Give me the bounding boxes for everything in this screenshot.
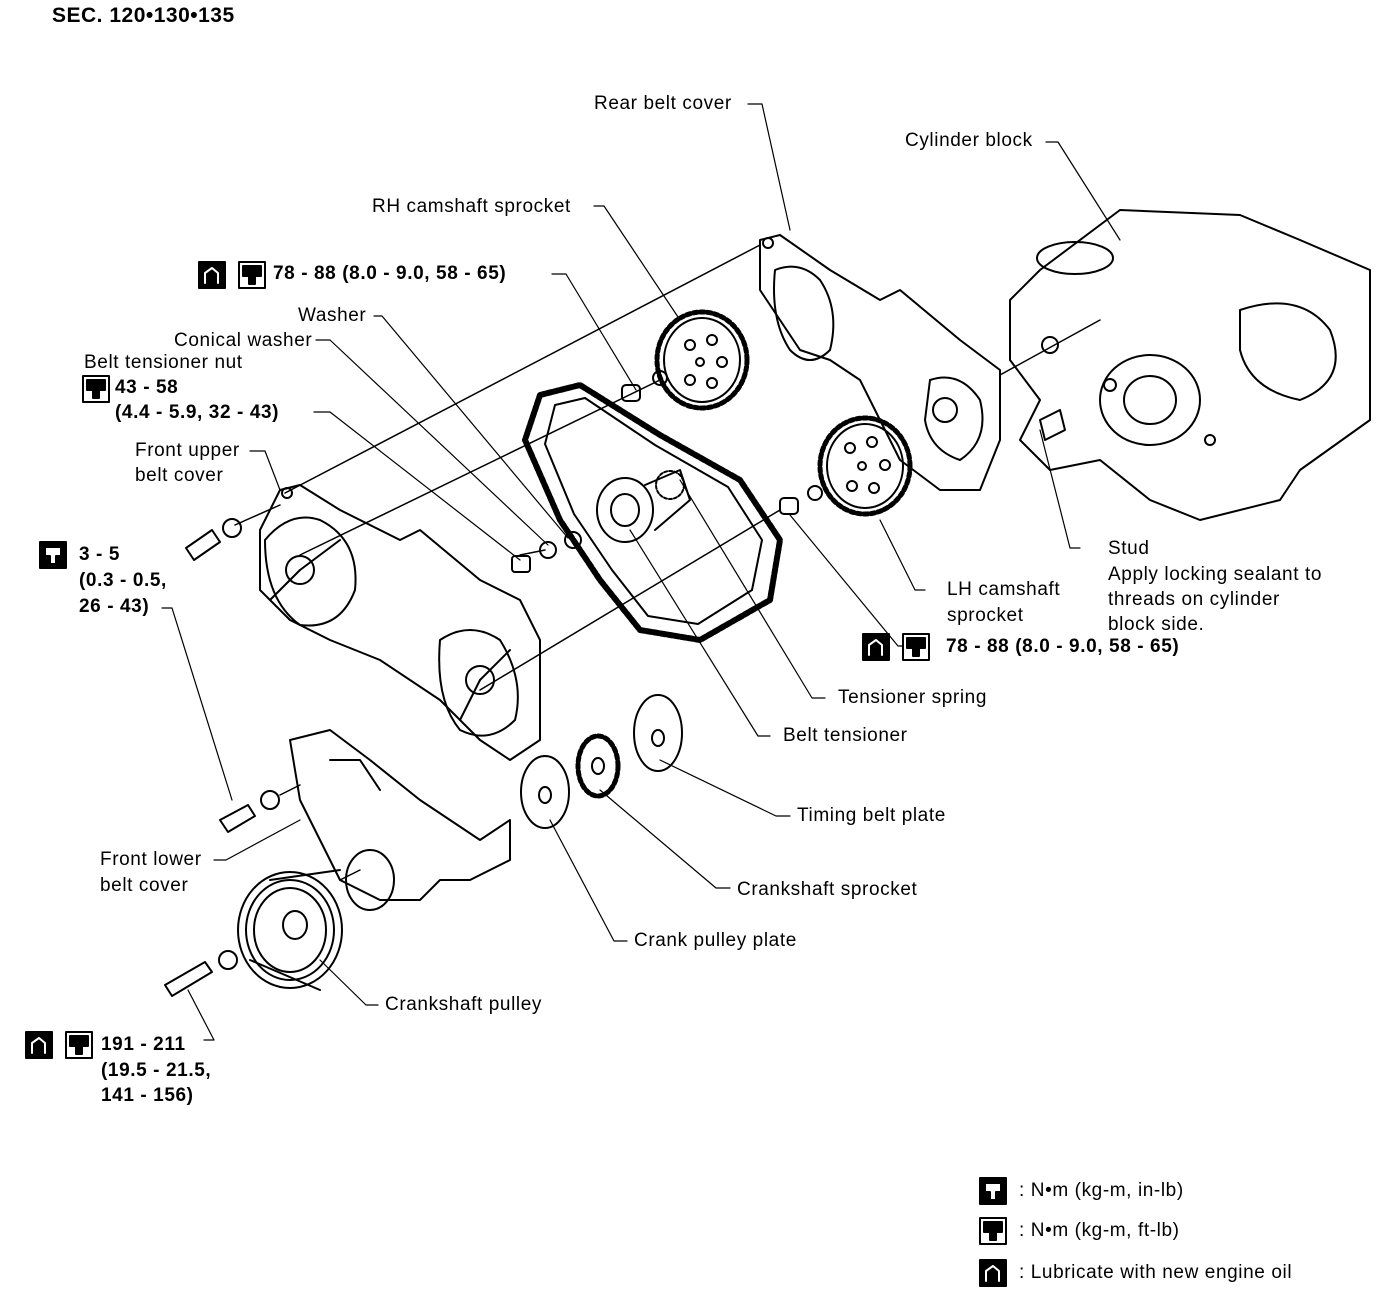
torque-wrench-outline-icon [902,633,930,661]
label-lh-camshaft-sprocket-line1: LH camshaft [947,579,1061,600]
front-lower-belt-cover [219,729,511,911]
legend-text-in-lb: : N•m (kg-m, in-lb) [1019,1180,1184,1201]
oil-can-icon [198,261,226,289]
legend-text-ft-lb: : N•m (kg-m, ft-lb) [1019,1220,1180,1241]
label-crank-pulley-plate: Crank pulley plate [634,930,797,951]
label-front-lower-belt-cover-line1: Front lower [100,849,202,870]
torque-wrench-dark-icon [979,1177,1007,1205]
oil-can-icon [979,1259,1007,1287]
label-cylinder-block: Cylinder block [905,130,1033,151]
torque-wrench-outline-icon [82,375,110,403]
label-belt-tensioner-nut: Belt tensioner nut [84,352,243,373]
torque-crank-bolt-line2: (19.5 - 21.5, [101,1060,212,1081]
torque-cover-bolt-line2: (0.3 - 0.5, [79,570,167,591]
label-stud-note-line2: threads on cylinder [1108,589,1280,610]
label-belt-tensioner: Belt tensioner [783,725,908,746]
label-tensioner-spring: Tensioner spring [838,687,988,708]
label-crankshaft-pulley: Crankshaft pulley [385,994,542,1015]
rear-belt-cover [759,234,1001,491]
front-upper-belt-cover [185,484,541,761]
alignment-lines [234,244,1101,881]
torque-wrench-outline-icon [65,1031,93,1059]
section-title: SEC. 120•130•135 [52,4,235,27]
timing-belt [522,382,783,643]
torque-rh-cam-bolt: 78 - 88 (8.0 - 9.0, 58 - 65) [273,263,507,284]
torque-wrench-outline-icon [979,1217,1007,1245]
label-rear-belt-cover: Rear belt cover [594,93,732,114]
torque-crank-bolt-line1: 191 - 211 [101,1034,186,1055]
torque-crank-bolt-line3: 141 - 156) [101,1085,194,1106]
label-stud-note-line1: Apply locking sealant to [1108,564,1323,585]
oil-can-icon [862,633,890,661]
label-front-upper-belt-cover-line1: Front upper [135,440,240,461]
label-rh-camshaft-sprocket: RH camshaft sprocket [372,196,571,217]
label-conical-washer: Conical washer [174,330,313,351]
torque-wrench-outline-icon [238,261,266,289]
torque-tensioner-nut-line2: (4.4 - 5.9, 32 - 43) [115,402,280,423]
legend-text-lubricate: : Lubricate with new engine oil [1019,1262,1293,1283]
label-timing-belt-plate: Timing belt plate [797,805,946,826]
label-stud-note-line3: block side. [1108,614,1205,635]
label-front-upper-belt-cover-line2: belt cover [135,465,224,486]
label-stud: Stud [1108,538,1150,559]
label-crankshaft-sprocket: Crankshaft sprocket [737,879,918,900]
torque-lh-cam-bolt: 78 - 88 (8.0 - 9.0, 58 - 65) [946,636,1180,657]
label-lh-camshaft-sprocket-line2: sprocket [947,605,1024,626]
label-front-lower-belt-cover-line2: belt cover [100,875,189,896]
rh-camshaft-sprocket [621,309,750,411]
torque-cover-bolt-line1: 3 - 5 [79,544,121,565]
cylinder-block [1009,209,1371,521]
crankshaft-front-components [520,694,683,829]
crankshaft-pulley [164,869,343,997]
oil-can-icon [25,1031,53,1059]
torque-wrench-dark-icon [39,541,67,569]
label-washer: Washer [298,305,367,326]
belt-tensioner [511,469,691,573]
lh-camshaft-sprocket [779,415,913,517]
torque-cover-bolt-line3: 26 - 43) [79,596,150,617]
torque-tensioner-nut-line1: 43 - 58 [115,377,179,398]
leader-lines [161,103,1121,1041]
